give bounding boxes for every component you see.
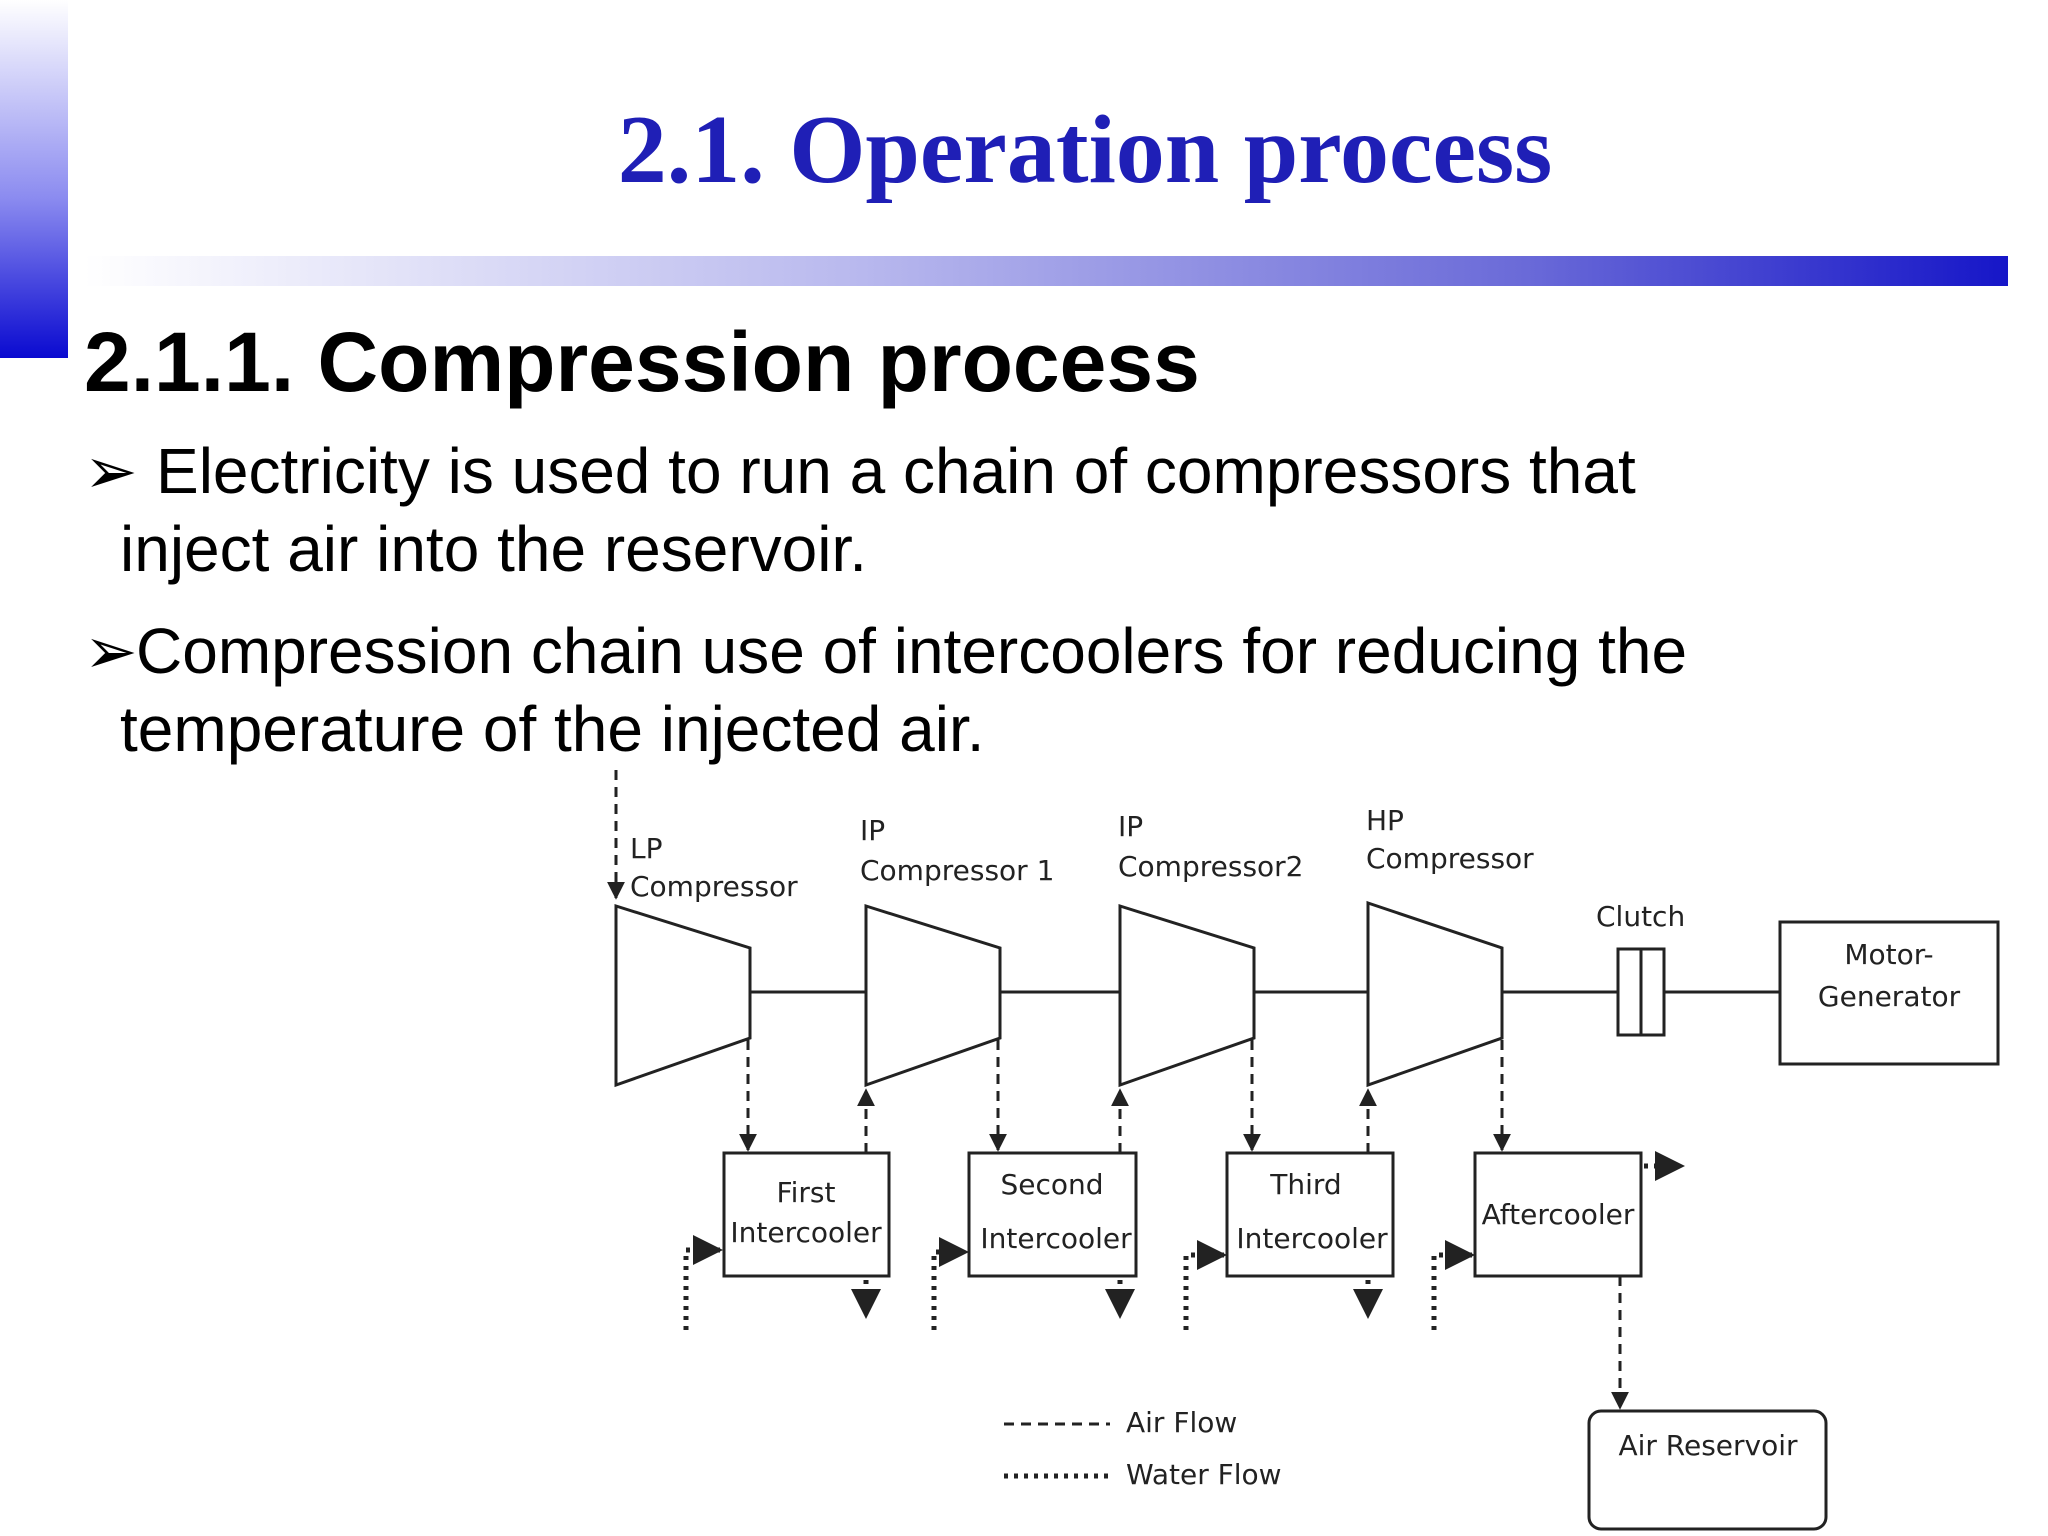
- left-accent-bar: [0, 0, 68, 358]
- clutch-label: Clutch: [1596, 900, 1685, 933]
- second-intercooler-box: [967, 1151, 1138, 1278]
- water-flow-arrow: [931, 1237, 969, 1330]
- bullet-arrow-icon: ➢: [84, 435, 138, 507]
- lp-compressor-label-line2: Compressor: [630, 870, 798, 903]
- bullet-text-line1: Electricity is used to run a chain of co…: [156, 435, 1636, 507]
- first-intercooler-label-line2: Intercooler: [730, 1216, 882, 1249]
- ip-compressor-2-label-line2: Compressor2: [1118, 850, 1304, 883]
- title-rule: [84, 256, 2008, 286]
- water-flow-arrow: [1431, 1240, 1475, 1330]
- slide-title: 2.1. Operation process: [617, 96, 1553, 204]
- air-reservoir-box: [1587, 1409, 1828, 1531]
- section-title: 2.1.1. Compression process: [84, 315, 1200, 409]
- aftercooler-label: Aftercooler: [1482, 1198, 1635, 1231]
- ip-compressor-2-label-line1: IP: [1118, 810, 1143, 843]
- legend-water-flow-label: Water Flow: [1126, 1458, 1282, 1491]
- first-intercooler-box: [722, 1151, 891, 1278]
- bullet-item: ➢Compression chain use of intercoolers f…: [84, 612, 1984, 768]
- motor-generator-label-line1: Motor-: [1844, 938, 1933, 971]
- air-reservoir-label: Air Reservoir: [1618, 1429, 1798, 1462]
- third-intercooler-label-line1: Third: [1269, 1168, 1341, 1201]
- ip-compressor-2-shape: [1118, 903, 1256, 1088]
- legend-air-flow-label: Air Flow: [1126, 1406, 1237, 1439]
- water-flow-arrow: [1183, 1240, 1227, 1330]
- bullet-text-line2: inject air into the reservoir.: [120, 513, 867, 585]
- second-intercooler-label-line2: Intercooler: [980, 1222, 1132, 1255]
- ip-compressor-1-label-line2: Compressor 1: [860, 854, 1054, 887]
- hp-compressor-label-line2: Compressor: [1366, 842, 1534, 875]
- second-intercooler-label-line1: Second: [1000, 1168, 1103, 1201]
- bullet-arrow-icon: ➢: [84, 615, 138, 687]
- bullet-text-line1: Compression chain use of intercoolers fo…: [136, 615, 1688, 687]
- bullet-item: ➢Electricity is used to run a chain of c…: [84, 432, 1984, 588]
- third-intercooler-label-line2: Intercooler: [1236, 1222, 1388, 1255]
- first-intercooler-label-line1: First: [777, 1176, 836, 1209]
- aftercooler-box: [1473, 1151, 1643, 1278]
- hp-compressor-label-line1: HP: [1366, 804, 1404, 837]
- motor-generator-box: [1778, 920, 2000, 1066]
- bullet-text-line2: temperature of the injected air.: [120, 693, 985, 765]
- lp-compressor-shape: [614, 903, 752, 1088]
- water-flow-arrow: [683, 1235, 723, 1330]
- hp-compressor-shape: [1366, 900, 1504, 1088]
- ip-compressor-1-shape: [864, 903, 1002, 1088]
- motor-generator-label-line2: Generator: [1818, 980, 1961, 1013]
- lp-compressor-label-line1: LP: [630, 832, 662, 865]
- ip-compressor-1-label-line1: IP: [860, 814, 885, 847]
- third-intercooler-box: [1225, 1151, 1395, 1278]
